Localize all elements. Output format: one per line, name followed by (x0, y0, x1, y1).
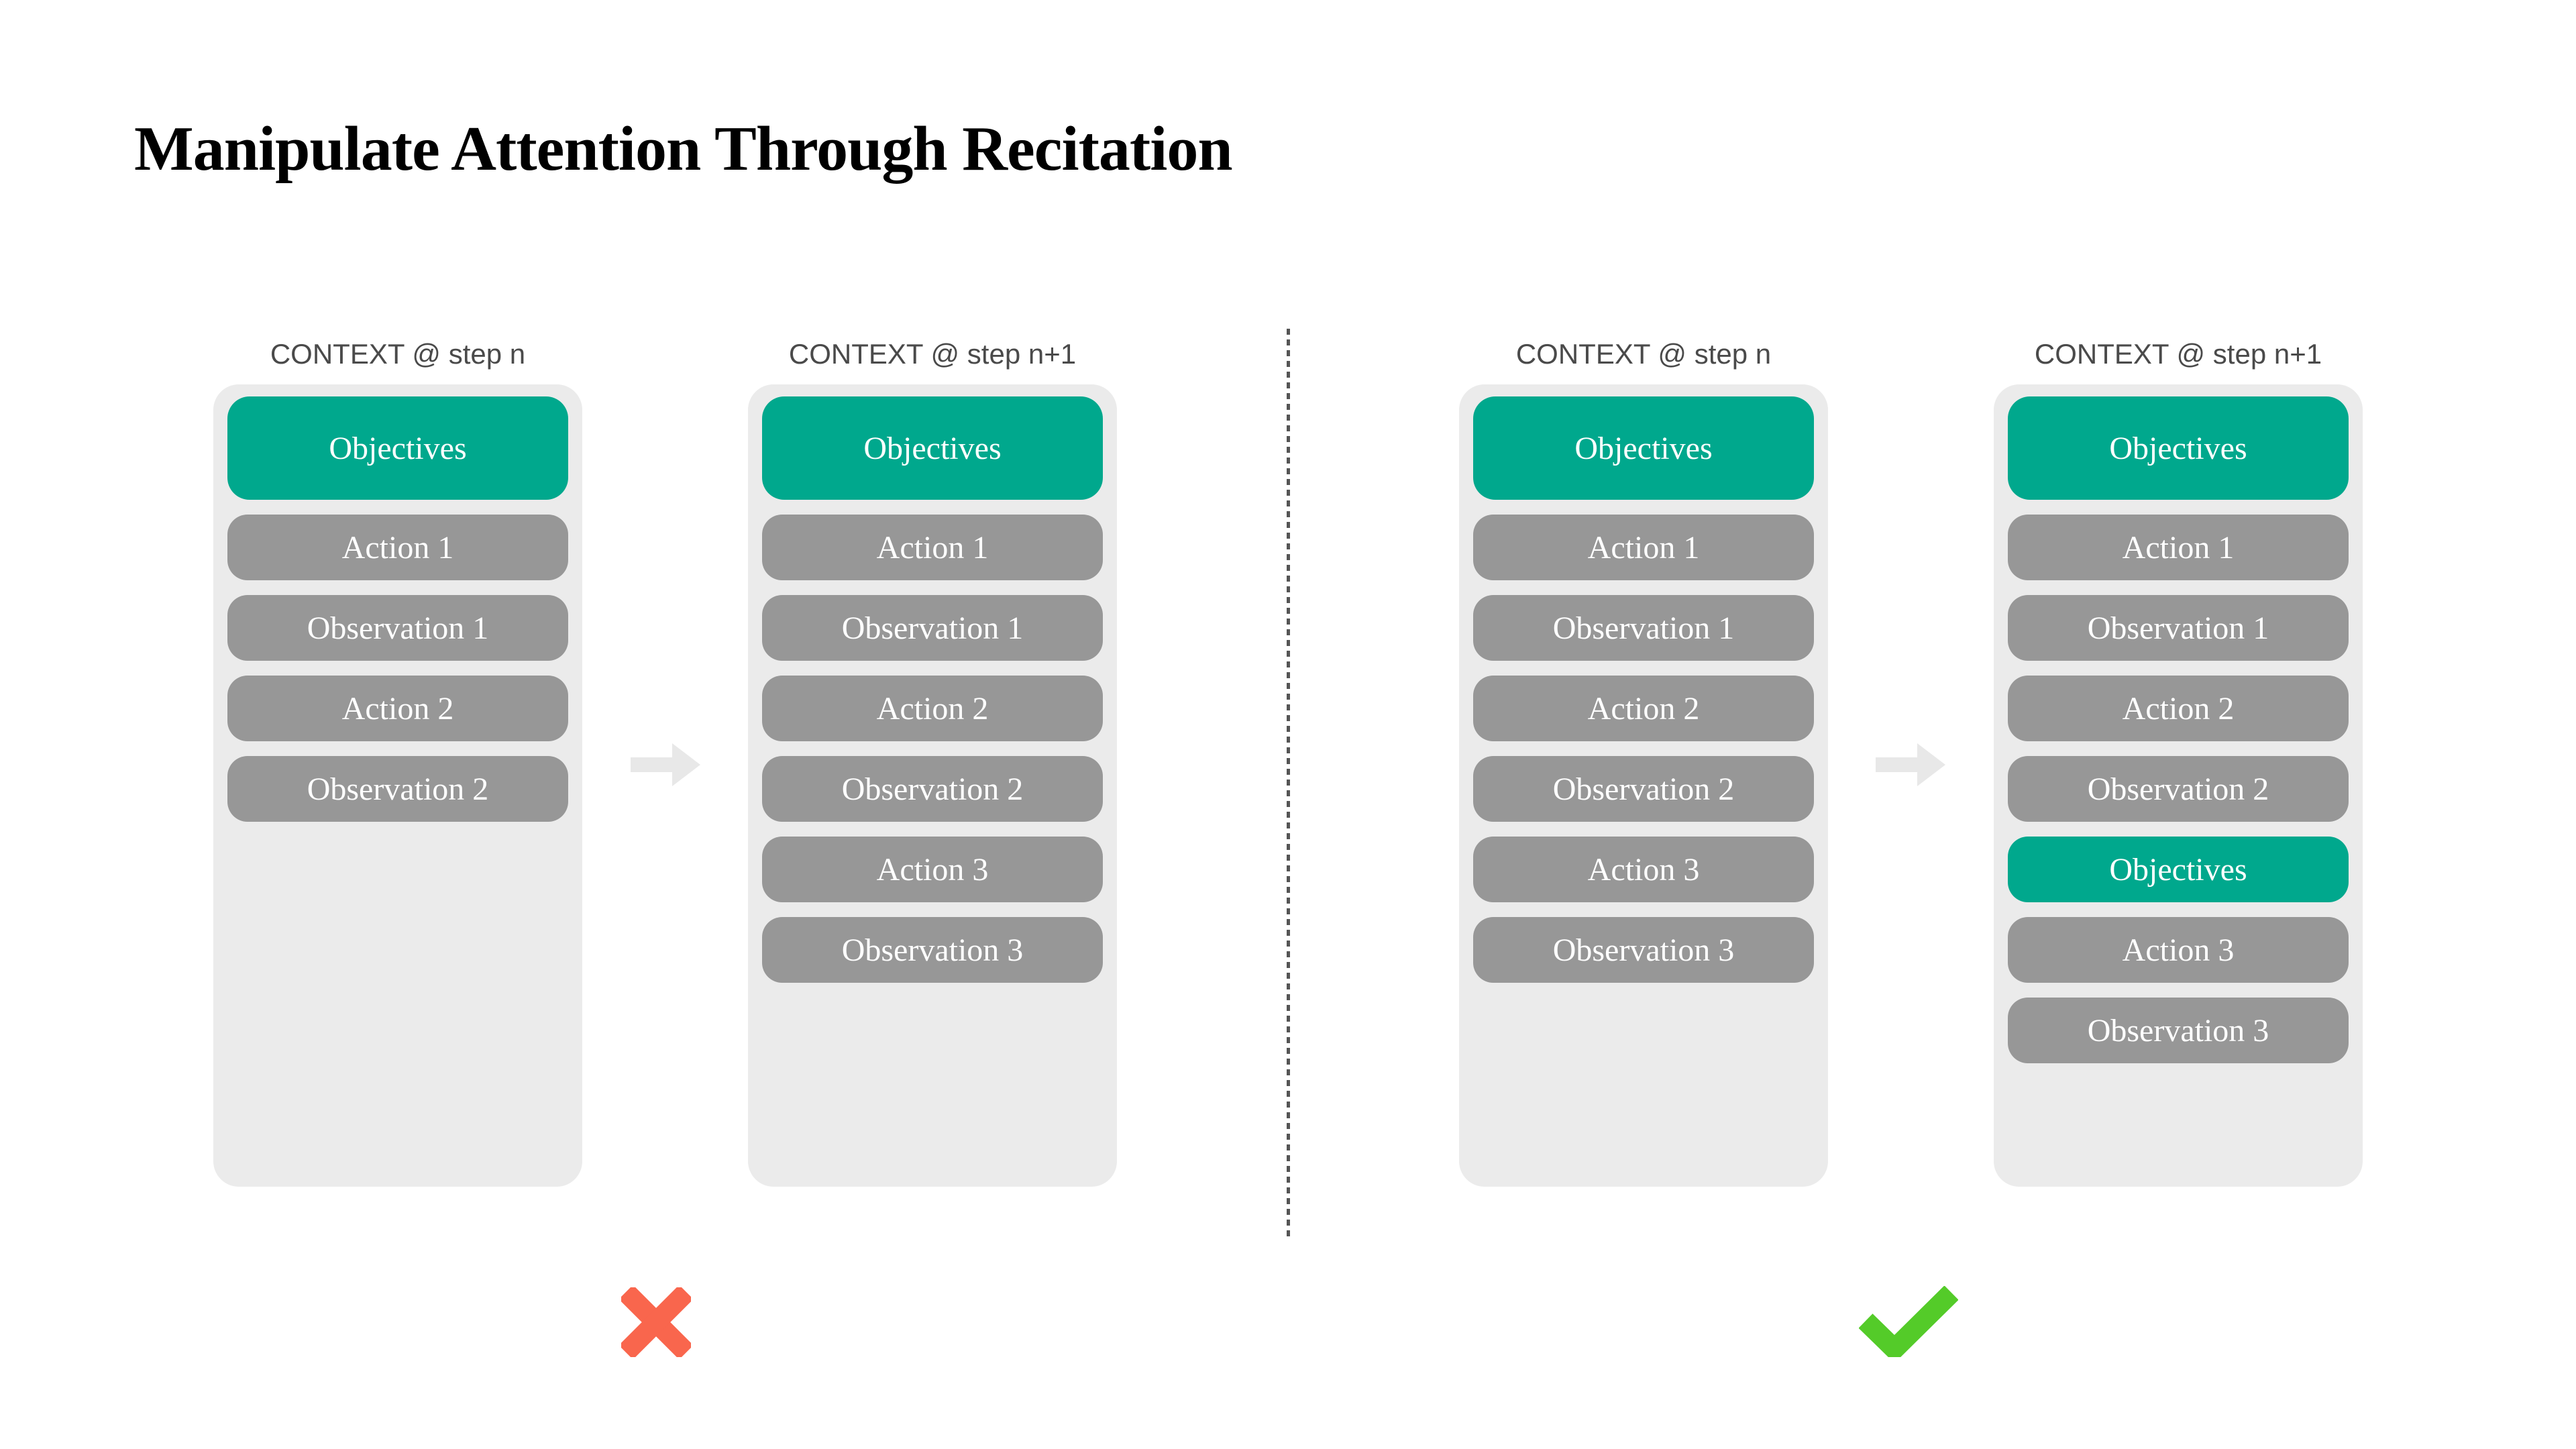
page-title: Manipulate Attention Through Recitation (134, 114, 1233, 184)
context-step-box: Observation 2 (1473, 756, 1814, 822)
section-divider (1287, 329, 1290, 1238)
context-step-box: Observation 2 (762, 756, 1103, 822)
context-step-box: Action 2 (2008, 676, 2349, 741)
context-step-box: Observation 2 (227, 756, 568, 822)
context-step-box: Observation 3 (762, 917, 1103, 983)
context-step-box: Observation 3 (1473, 917, 1814, 983)
context-step-box: Action 3 (2008, 917, 2349, 983)
context-step-box: Action 1 (1473, 515, 1814, 580)
panel-header: CONTEXT @ step n (1515, 338, 1772, 370)
objectives-box: Objectives (1473, 396, 1814, 500)
context-step-box: Action 1 (762, 515, 1103, 580)
check-icon (1859, 1286, 1958, 1357)
context-step-box: Observation 1 (2008, 595, 2349, 661)
objectives-box: Objectives (227, 396, 568, 500)
panel-header: CONTEXT @ step n+1 (788, 338, 1077, 370)
objectives-box: Objectives (2008, 837, 2349, 902)
context-step-box: Action 2 (762, 676, 1103, 741)
arrow-right-icon (631, 743, 700, 786)
context-step-box: Action 3 (1473, 837, 1814, 902)
context-step-box: Action 1 (227, 515, 568, 580)
context-step-box: Observation 2 (2008, 756, 2349, 822)
context-step-box: Observation 3 (2008, 998, 2349, 1063)
panel-header: CONTEXT @ step n+1 (2034, 338, 2322, 370)
context-step-box: Observation 1 (227, 595, 568, 661)
cross-icon (621, 1287, 691, 1357)
context-step-box: Action 1 (2008, 515, 2349, 580)
objectives-box: Objectives (2008, 396, 2349, 500)
arrow-right-icon (1876, 743, 1945, 786)
panel-header: CONTEXT @ step n (270, 338, 526, 370)
objectives-box: Objectives (762, 396, 1103, 500)
context-step-box: Action 3 (762, 837, 1103, 902)
context-step-box: Action 2 (227, 676, 568, 741)
context-step-box: Action 2 (1473, 676, 1814, 741)
context-step-box: Observation 1 (762, 595, 1103, 661)
context-step-box: Observation 1 (1473, 595, 1814, 661)
